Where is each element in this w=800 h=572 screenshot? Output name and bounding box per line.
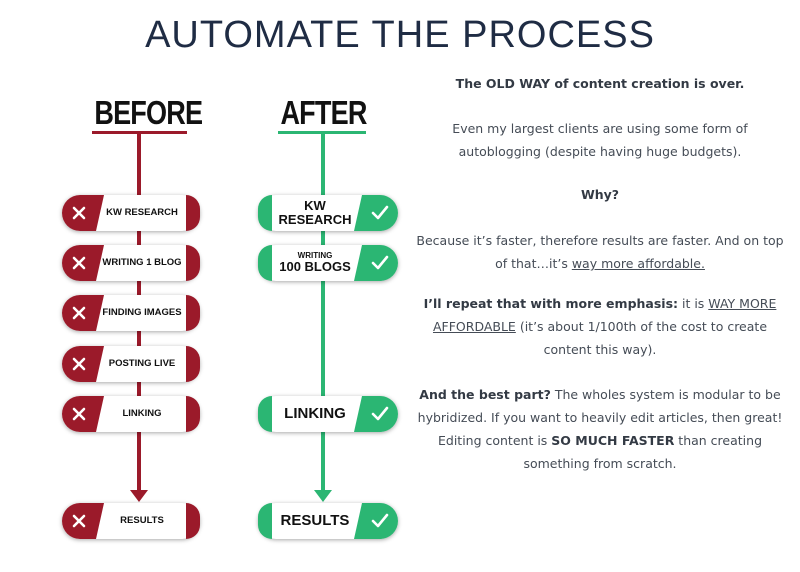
after-step-label: KW RESEARCH (274, 195, 356, 231)
x-icon (62, 503, 104, 539)
before-step-end-cap (186, 346, 200, 382)
after-step-label-line1: RESULTS (280, 512, 350, 530)
after-step: RESULTS (258, 503, 398, 539)
copy-p3: Why? (580, 187, 620, 202)
before-step: LINKING (62, 396, 200, 432)
after-step: LINKING (258, 396, 398, 432)
page-title: AUTOMATE THE PROCESS (145, 14, 655, 56)
after-step-label: LINKING (274, 396, 356, 432)
before-step-label: FINDING IMAGES (102, 307, 182, 319)
copy-p6c: SO MUCH FASTER (551, 433, 675, 448)
after-step-end-cap (258, 245, 272, 281)
copy-p5a: I’ll repeat that with more emphasis: (423, 296, 679, 311)
check-icon (354, 503, 398, 539)
x-icon (62, 396, 104, 432)
before-step: KW RESEARCH (62, 195, 200, 231)
check-icon (354, 396, 398, 432)
check-icon (354, 245, 398, 281)
before-step-end-cap (186, 503, 200, 539)
after-step: KW RESEARCH (258, 195, 398, 231)
after-heading: AFTER (280, 94, 367, 131)
before-step-end-cap (186, 295, 200, 331)
after-step-end-cap (258, 396, 272, 432)
after-step: WRITING 100 BLOGS (258, 245, 398, 281)
x-icon (62, 346, 104, 382)
after-step-label: RESULTS (274, 503, 356, 539)
after-step-end-cap (258, 195, 272, 231)
after-arrow-head (314, 490, 332, 502)
before-step-label: POSTING LIVE (108, 358, 176, 370)
after-flow-line (321, 134, 325, 492)
copy-p5d: (it’s about 1/100th of the cost to creat… (515, 319, 768, 357)
before-step-label: KW RESEARCH (106, 207, 178, 219)
before-step-label: RESULTS (120, 515, 164, 527)
x-icon (62, 295, 104, 331)
before-step-end-cap (186, 245, 200, 281)
copy-p5c: WAY MORE AFFORDABLE (432, 296, 777, 334)
x-icon (62, 245, 104, 281)
after-step-label-line1: LINKING (284, 405, 346, 423)
copy-p5b: it is (678, 296, 709, 311)
after-step-label: WRITING 100 BLOGS (274, 245, 356, 281)
after-step-label-line2: RESEARCH (278, 212, 352, 227)
copy-p1: The OLD WAY of content creation is over. (455, 76, 745, 91)
after-step-label-line2: 100 BLOGS (279, 259, 351, 275)
copy-p6b: The wholes system is modular to be hybri… (417, 387, 783, 448)
before-step: RESULTS (62, 503, 200, 539)
after-step-label-line1: KW (304, 198, 326, 214)
after-step-label-line1: WRITING (297, 250, 333, 260)
before-step-label: LINKING (122, 408, 162, 420)
copy-paragraph-2: Even my largest clients are using some f… (415, 117, 785, 163)
copy-paragraph-6: And the best part? The wholes system is … (415, 383, 785, 475)
copy-p6a: And the best part? (419, 387, 551, 402)
copy-p2: Even my largest clients are using some f… (452, 121, 748, 159)
before-arrow-head (130, 490, 148, 502)
copy-paragraph-4: Because it’s faster, therefore results a… (415, 229, 785, 275)
copy-paragraph-5: I’ll repeat that with more emphasis: it … (415, 292, 785, 361)
before-step: FINDING IMAGES (62, 295, 200, 331)
before-heading: BEFORE (94, 94, 203, 131)
before-step: POSTING LIVE (62, 346, 200, 382)
x-icon (62, 195, 104, 231)
before-step-label: WRITING 1 BLOG (102, 257, 182, 269)
before-step: WRITING 1 BLOG (62, 245, 200, 281)
check-icon (354, 195, 398, 231)
copy-p6d: than creating something from scratch. (523, 433, 762, 471)
before-step-end-cap (186, 396, 200, 432)
after-step-end-cap (258, 503, 272, 539)
copy-p4a: Because it’s faster, therefore results a… (416, 233, 784, 271)
after-heading-underline (278, 131, 366, 134)
copy-paragraph-3: Why? (415, 183, 785, 206)
before-step-end-cap (186, 195, 200, 231)
before-heading-underline (92, 131, 187, 134)
copy-paragraph-1: The OLD WAY of content creation is over. (415, 72, 785, 95)
copy-p4b: way more affordable. (571, 256, 705, 271)
